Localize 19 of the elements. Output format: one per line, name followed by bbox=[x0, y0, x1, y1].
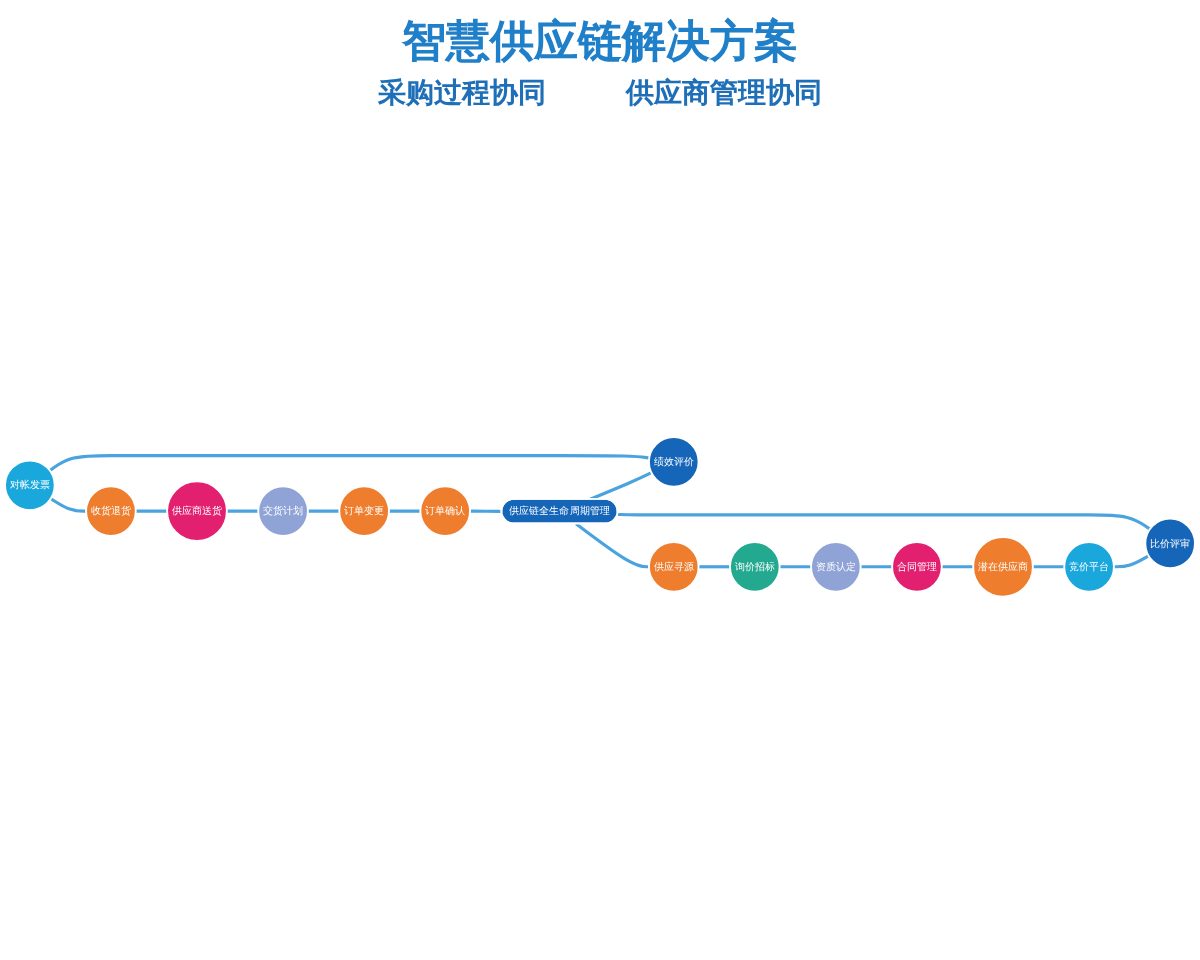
connector bbox=[941, 564, 974, 568]
connector bbox=[1032, 564, 1065, 568]
connector bbox=[388, 508, 421, 512]
connector bbox=[860, 564, 893, 568]
connector bbox=[48, 453, 650, 471]
connector bbox=[307, 508, 340, 512]
connector bbox=[1113, 553, 1150, 568]
connector bbox=[49, 496, 87, 512]
connector bbox=[470, 508, 502, 513]
connector bbox=[135, 508, 168, 512]
connector bbox=[617, 512, 1151, 530]
group-label: 采购过程协同 bbox=[378, 76, 546, 112]
connector bbox=[589, 470, 653, 500]
group-label: 供应商管理协同 bbox=[626, 76, 822, 112]
connector bbox=[575, 521, 649, 568]
title: 智慧供应链解决方案 bbox=[399, 15, 800, 72]
connector bbox=[226, 508, 259, 512]
connector bbox=[698, 564, 730, 568]
connector bbox=[779, 564, 812, 568]
